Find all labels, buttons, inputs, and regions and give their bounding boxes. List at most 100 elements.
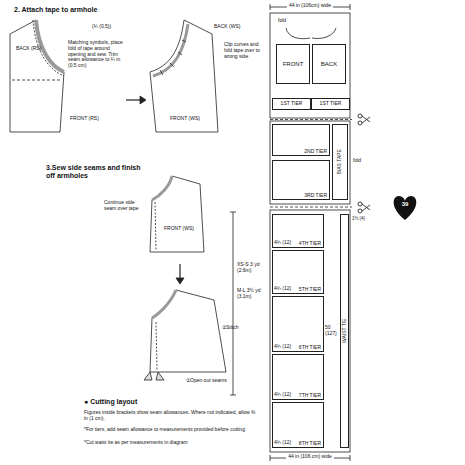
piece-label: FRONT xyxy=(283,61,304,68)
label-text: FRONT (WS) xyxy=(170,115,200,121)
stitch-line xyxy=(156,322,157,370)
label-text: 2. Attach tape to armhole xyxy=(14,6,97,13)
piece-label: 6TH TIER xyxy=(299,345,321,351)
cut-line xyxy=(270,120,352,208)
bias-tape xyxy=(152,176,172,200)
text-block: 39 xyxy=(397,201,413,208)
piece-label: 7TH TIER xyxy=(299,393,321,399)
text-block: *For tiers, add seam allowance to measur… xyxy=(84,427,259,433)
arrow-head xyxy=(176,278,184,284)
fabric-panel xyxy=(270,210,350,452)
pattern-piece: BIAS TAPE xyxy=(332,124,348,200)
text-block: 44 in (106cm) wide xyxy=(270,3,350,9)
bodice-outline xyxy=(10,20,64,132)
label-text: ● Cutting layout xyxy=(84,398,137,405)
pattern-piece: 3RD TIER xyxy=(272,160,330,200)
cutting-layout xyxy=(230,4,352,461)
label-text: 44 in (106cm) wide xyxy=(287,2,333,8)
text-block: 4¾ (12) xyxy=(274,392,296,398)
text-block: FRONT (RS) xyxy=(70,116,114,122)
label-text: 4¾ (12) xyxy=(274,285,291,291)
label-text: fold xyxy=(278,17,286,23)
arrow-head xyxy=(140,96,146,104)
text-block: 50 (127) xyxy=(325,325,340,337)
text-block: (¼ (0.5)) xyxy=(92,24,126,30)
label-text: Figures inside brackets show seam allowa… xyxy=(84,409,255,421)
pattern-piece: WAIST TIE xyxy=(340,214,349,448)
text-block: Figures inside brackets show seam allowa… xyxy=(84,410,259,422)
piece-label: 1ST TIER xyxy=(320,101,342,107)
side-seam xyxy=(155,202,156,250)
text-block: fold xyxy=(353,158,369,164)
label-text: XS-S 3 yd (2.6m) xyxy=(237,261,260,273)
piece-label: 8TH TIER xyxy=(299,441,321,447)
pattern-piece: 1ST TIER xyxy=(311,98,350,110)
text-block: Continue side seam over tape xyxy=(104,200,148,212)
text-block: 4¾ (12) xyxy=(274,240,296,246)
folded-tape xyxy=(153,24,188,76)
open-seam xyxy=(144,372,164,380)
text-block: BACK (RS) xyxy=(16,46,56,52)
label-text: 4¾ (12) xyxy=(274,439,291,445)
label-text: FRONT (WS) xyxy=(164,225,194,231)
piece-label: BACK xyxy=(321,61,337,68)
text-block: *Cut waist tie as per measurements in di… xyxy=(84,440,259,446)
label-text: 4¾ (12) xyxy=(274,343,291,349)
label-text: 1½ (4) xyxy=(352,216,365,221)
bodice-outline xyxy=(150,290,226,372)
text-block: XS-S 3 yd (2.6m) xyxy=(237,262,269,274)
label-text: 3.Sew side seams and finish off armholes xyxy=(46,164,141,179)
piece-label: 4TH TIER xyxy=(299,241,321,247)
label-text: (¼ (0.5)) xyxy=(92,23,111,29)
text-block: BACK (WS) xyxy=(214,24,254,30)
label-text: 44 in (106 cm) wide xyxy=(286,453,334,459)
label-text: Clip curves and fold tape over to wrong … xyxy=(224,41,260,59)
piece-label: WAIST TIE xyxy=(342,319,348,344)
sewing-figures xyxy=(10,20,226,380)
text-block: Matching symbols, place fold of tape aro… xyxy=(68,40,124,69)
label-text: ②Stitch xyxy=(222,324,239,330)
text-block: 4¾ (12) xyxy=(274,440,296,446)
bodice-outline xyxy=(150,20,218,132)
step-arrow xyxy=(179,264,180,278)
text-block: 4¾ (12) xyxy=(274,286,296,292)
text-block: fold xyxy=(278,18,298,24)
page-heart xyxy=(394,196,417,220)
label-text: 4¾ (12) xyxy=(274,391,291,397)
step-arrow xyxy=(126,99,140,100)
pattern-piece: BACK xyxy=(312,44,346,84)
fabric-panel xyxy=(270,13,350,118)
label-text: 4¾ (12) xyxy=(274,239,291,245)
neckline xyxy=(286,28,336,39)
label-text: *For tiers, add seam allowance to measur… xyxy=(84,426,245,432)
piece-label: 2ND TIER xyxy=(304,149,327,155)
text-block: Clip curves and fold tape over to wrong … xyxy=(224,42,266,59)
text-block: 1½ (4) xyxy=(352,216,372,221)
text-block: FRONT (WS) xyxy=(170,116,214,122)
text-block: 4¾ (12) xyxy=(274,344,296,350)
label-text: *Cut waist tie as per measurements in di… xyxy=(84,439,188,445)
label-text: M-L 3½ yd (3.1m) xyxy=(237,287,260,299)
text-block: ● Cutting layout xyxy=(84,398,214,406)
text-block: ②Stitch xyxy=(222,325,256,331)
label-text: ①Open out seams xyxy=(186,377,227,383)
label-text: Matching symbols, place fold of tape aro… xyxy=(68,39,123,68)
pattern-piece: 2ND TIER xyxy=(272,124,330,156)
shoulder-seam xyxy=(12,80,62,81)
label-text: fold xyxy=(353,157,361,163)
piece-label: BIAS TAPE xyxy=(337,149,343,174)
bodice-outline xyxy=(150,176,204,252)
label-text: 50 (127) xyxy=(325,324,337,336)
scissors xyxy=(358,114,370,213)
text-block: ①Open out seams xyxy=(186,378,246,384)
piece-label: 1ST TIER xyxy=(281,101,303,107)
yardage-bracket xyxy=(230,212,236,395)
text-block: M-L 3½ yd (3.1m) xyxy=(237,288,269,300)
piece-label: 5TH TIER xyxy=(299,287,321,293)
text-block: 3.Sew side seams and finish off armholes xyxy=(46,164,142,180)
label-text: 39 xyxy=(402,201,409,207)
text-block: 2. Attach tape to armhole xyxy=(14,6,154,14)
text-block: FRONT (WS) xyxy=(164,226,200,232)
label-text: BACK (RS) xyxy=(16,45,41,51)
